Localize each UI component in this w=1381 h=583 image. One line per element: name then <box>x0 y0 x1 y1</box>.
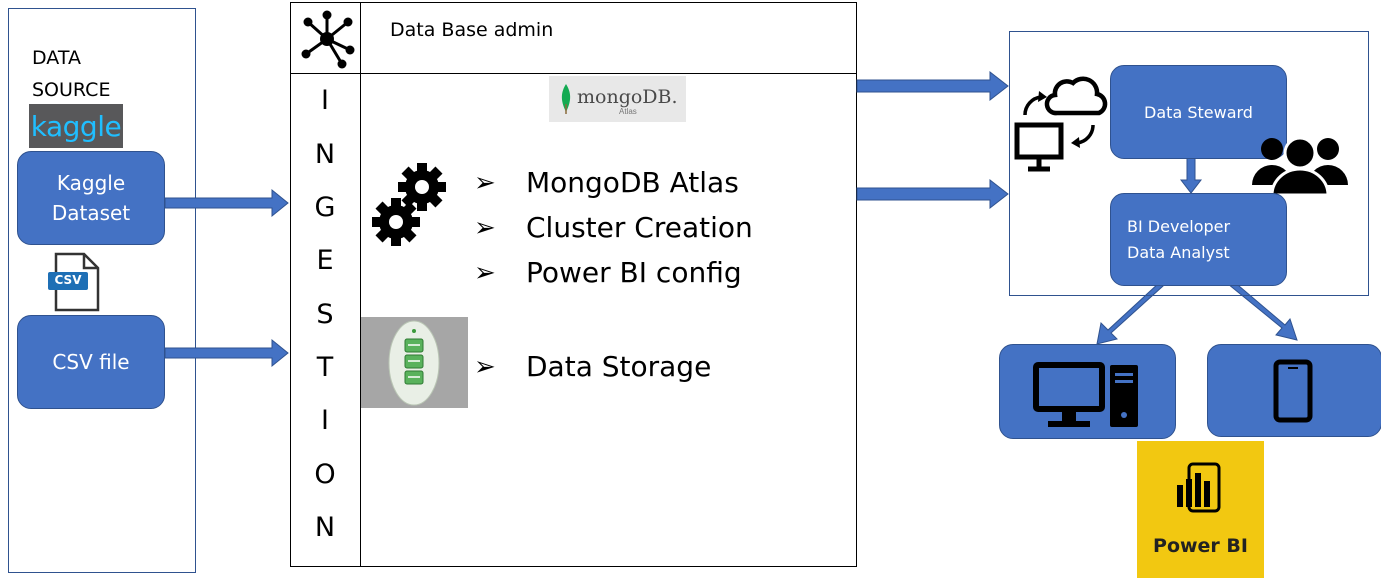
arrow-ingestion-to-roles-top <box>856 70 1009 102</box>
ingestion-letter-5: S <box>316 299 334 330</box>
bi-developer-box[interactable]: BI Developer Data Analyst <box>1110 193 1287 286</box>
mongodb-leaf-icon <box>561 84 571 114</box>
ingestion-letter-4: E <box>316 245 334 276</box>
data-source-title: DATA SOURCE <box>32 42 110 106</box>
database-admin-header: Data Base admin <box>390 19 554 41</box>
csv-icon-label: CSV <box>54 273 82 287</box>
csv-file-label: CSV file <box>52 350 130 374</box>
ingestion-letter-9: N <box>314 512 336 543</box>
bullet-text: MongoDB Atlas <box>526 166 739 199</box>
powerbi-logo: Power BI <box>1137 441 1264 578</box>
data-source-title-line1: DATA <box>32 47 81 69</box>
kaggle-logo-text: kaggle <box>30 109 122 143</box>
bi-developer-line1: BI Developer <box>1127 216 1231 236</box>
powerbi-logo-text: Power BI <box>1153 535 1248 557</box>
powerbi-chart-icon <box>1177 462 1221 513</box>
mongodb-logo-sub: Atlas <box>619 107 637 116</box>
bullet-mongodb-atlas: ➢ MongoDB Atlas <box>474 166 739 199</box>
ingestion-letter-8: O <box>314 459 336 490</box>
database-server-icon <box>361 317 468 408</box>
data-steward-box[interactable]: Data Steward <box>1110 65 1287 159</box>
desktop-device-box[interactable] <box>999 344 1176 439</box>
csv-file-icon: CSV <box>46 252 102 312</box>
csv-file-box[interactable]: CSV file <box>17 315 165 409</box>
bullet-text: Cluster Creation <box>526 211 753 244</box>
bullet-power-bi-config: ➢ Power BI config <box>474 256 742 289</box>
data-source-title-line2: SOURCE <box>32 79 111 101</box>
ingestion-letter-7: I <box>321 405 329 436</box>
bullet-arrow-icon: ➢ <box>474 257 496 288</box>
gears-icon <box>372 160 462 250</box>
kaggle-dataset-line2: Dataset <box>51 201 131 225</box>
bullet-arrow-icon: ➢ <box>474 212 496 243</box>
kaggle-dataset-box[interactable]: Kaggle Dataset <box>17 151 165 245</box>
ingestion-header-divider <box>290 73 857 74</box>
cloud-sync-icon <box>1013 73 1108 178</box>
users-group-icon <box>1252 127 1348 197</box>
ingestion-letter-6: T <box>316 352 334 383</box>
data-steward-label: Data Steward <box>1144 102 1253 122</box>
bi-developer-line2: Data Analyst <box>1127 242 1230 262</box>
mongodb-atlas-logo: mongoDB. Atlas <box>549 76 686 122</box>
bullet-arrow-icon: ➢ <box>474 167 496 198</box>
ingestion-panel <box>290 2 857 567</box>
ingestion-letter-3: G <box>314 192 336 223</box>
tablet-device-box[interactable] <box>1207 344 1381 437</box>
bullet-cluster-creation: ➢ Cluster Creation <box>474 211 753 244</box>
roles-panel <box>1009 31 1369 296</box>
arrow-ingestion-to-roles-bottom <box>856 178 1009 210</box>
kaggle-logo: kaggle <box>29 104 123 148</box>
bullet-text: Power BI config <box>526 256 742 289</box>
kaggle-dataset-line1: Kaggle <box>56 171 126 195</box>
desktop-computer-icon <box>1033 362 1138 427</box>
mongodb-logo-text: mongoDB. <box>577 86 678 108</box>
tablet-icon <box>1273 359 1313 423</box>
data-source-panel <box>8 8 196 573</box>
ingestion-letter-1: I <box>321 85 329 116</box>
ingestion-letter-2: N <box>314 139 336 170</box>
bullet-data-storage: ➢ Data Storage <box>474 350 711 383</box>
bullet-text: Data Storage <box>526 350 712 383</box>
ingestion-column-divider <box>360 2 361 567</box>
bullet-arrow-icon: ➢ <box>474 351 496 382</box>
network-hub-icon <box>298 10 356 69</box>
